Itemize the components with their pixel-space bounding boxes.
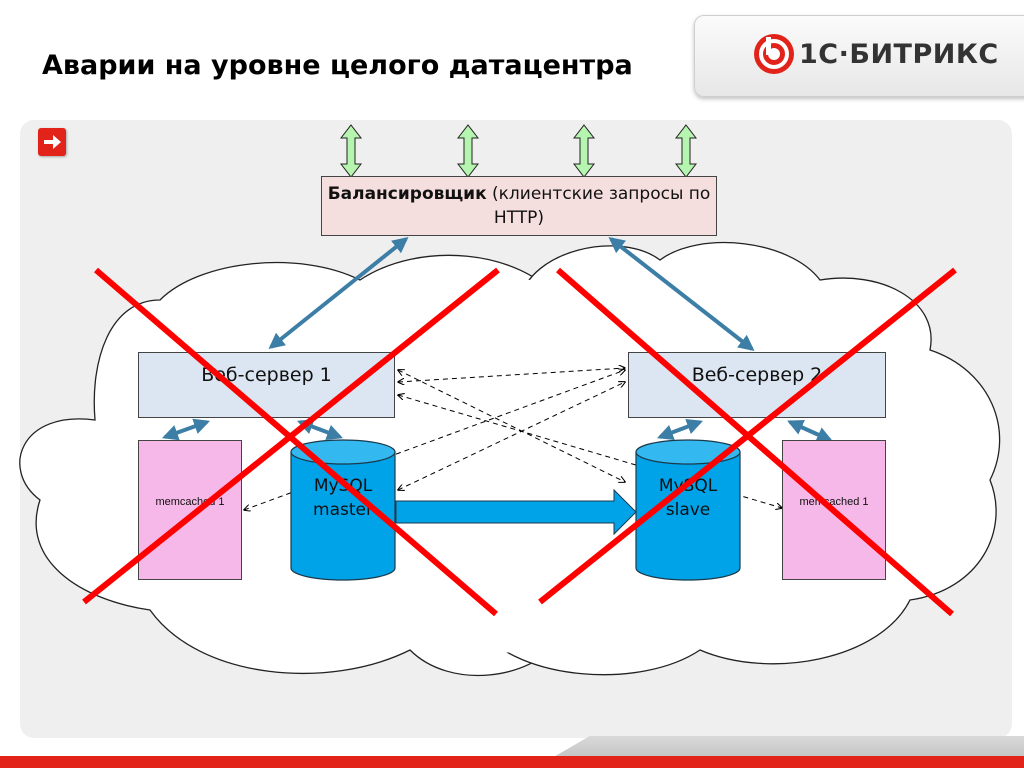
cloud-middle	[420, 277, 600, 653]
bitrix-logo-icon	[754, 34, 794, 74]
next-slide-button[interactable]	[38, 128, 66, 156]
mysql-slave-role: slave	[665, 500, 711, 520]
web-server-2: Веб-сервер 2	[628, 352, 886, 418]
logo-panel: 1С·БИТРИКС	[694, 15, 1024, 97]
balancer-box: Балансировщик (клиентские запросы по HTT…	[321, 176, 717, 236]
memcached-right: memcached 1	[782, 440, 886, 580]
inbound-traffic-arrows	[339, 124, 698, 178]
mysql-master-role: master	[313, 500, 373, 520]
balancer-title: Балансировщик	[327, 184, 487, 204]
mysql-slave-name: MySQL	[658, 476, 718, 496]
slide-title: Аварии на уровне целого датацентра	[42, 50, 633, 81]
web-server-1: Веб-сервер 1	[138, 352, 395, 418]
arrow-right-icon	[44, 135, 61, 149]
footer-bar	[0, 756, 1024, 768]
memcached-left: memcached 1	[138, 440, 242, 580]
mysql-master-name: MySQL	[313, 476, 373, 496]
balancer-subtitle: (клиентские запросы по HTTP)	[486, 184, 711, 228]
footer-accent	[552, 736, 1024, 758]
mysql-master-label: MySQL master	[291, 474, 395, 522]
logo-text: 1С·БИТРИКС	[799, 39, 999, 70]
mysql-slave-label: MySQL slave	[636, 474, 740, 522]
